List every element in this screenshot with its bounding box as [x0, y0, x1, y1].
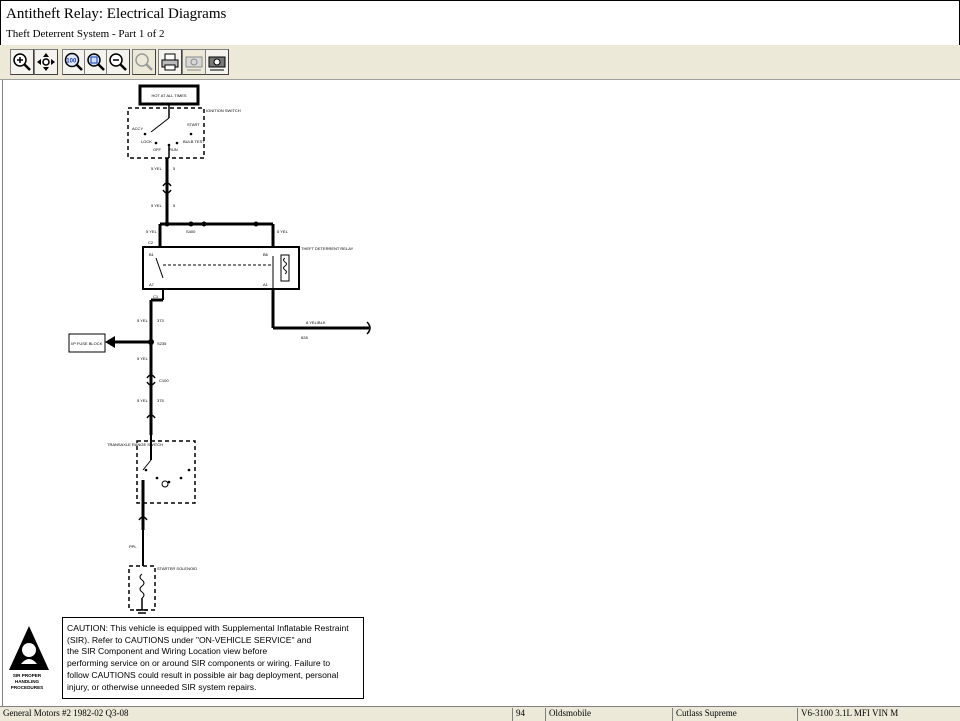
wire-label-5yel-e: 5 YEL	[137, 318, 149, 323]
ign-pos-off: OFF	[153, 147, 162, 152]
wire-label-5yel-f: 5 YEL	[137, 356, 149, 361]
sir-caution-box: CAUTION: This vehicle is equipped with S…	[62, 617, 364, 699]
conn-c100-label: C100	[159, 378, 169, 383]
camera-copy-icon	[208, 56, 226, 71]
ignition-switch-label: IGNITION SWITCH	[206, 108, 241, 113]
wire-label-5yel-a: 5 YEL	[151, 166, 163, 171]
caution-line-5: follow CAUTIONS could result in possible…	[67, 669, 339, 680]
toolbar: 100	[0, 45, 960, 80]
ign-pos-lock: LOCK	[141, 139, 152, 144]
zoom-100-icon: 100	[64, 52, 83, 71]
zoom-100-button[interactable]: 100	[62, 49, 86, 75]
pin-a7-label: A7	[149, 282, 155, 287]
sir-logo-caption: SIR PROPER HANDLING PROCEDURES	[10, 673, 44, 690]
camera-copy-button[interactable]	[205, 49, 229, 75]
relay-label: THEFT DETERRENT RELAY	[301, 246, 354, 251]
zoom-previous-button[interactable]	[132, 49, 156, 75]
zoom-out-icon	[109, 53, 127, 71]
caution-line-3: the SIR Component and Wiring Location vi…	[67, 646, 268, 657]
pan-button[interactable]	[34, 49, 58, 75]
wire-label-5-a: 5	[173, 166, 176, 171]
pan-icon	[37, 53, 55, 71]
status-make: Oldsmobile	[545, 708, 671, 721]
wire-label-5yel-d: 5 YEL	[277, 229, 289, 234]
splice-top-label: S400	[186, 229, 196, 234]
status-source: General Motors #2 1982-02 Q3-08	[3, 708, 129, 718]
ign-pos-run: RUN	[169, 147, 178, 152]
camera-icon	[185, 56, 203, 71]
wiring-diagram: HOT AT ALL TIMES IGNITION SWITCH ACCY LO…	[68, 84, 371, 614]
svg-text:100: 100	[66, 58, 77, 64]
pin-c1-label: C1	[153, 294, 159, 299]
pin-b1-label: B1	[149, 252, 155, 257]
wire-375-label: 375	[157, 398, 164, 403]
title-bar: Antitheft Relay: Electrical Diagrams The…	[0, 0, 960, 46]
zoom-out-button[interactable]	[106, 49, 130, 75]
ign-pos-accy: ACCY	[132, 126, 143, 131]
pin-a1-label: A1	[263, 282, 269, 287]
theft-deterrent-relay	[142, 246, 300, 290]
status-bar: General Motors #2 1982-02 Q3-08 94 Oldsm…	[0, 706, 960, 721]
diagram-subtitle: Theft Deterrent System - Part 1 of 2	[6, 28, 165, 40]
zoom-previous-icon	[135, 53, 153, 71]
transaxle-range-switch-box	[136, 440, 196, 504]
sir-handling-icon	[9, 626, 49, 670]
ign-pos-start: START	[187, 122, 200, 127]
sir-logo	[7, 624, 51, 692]
status-engine: V6-3100 3.1L MFI VIN M	[797, 708, 959, 721]
print-button[interactable]	[158, 49, 182, 75]
wire-ppl-label: PPL	[129, 544, 137, 549]
ip-fuse-block-box	[68, 333, 106, 353]
zoom-window-icon	[87, 53, 105, 71]
window-title: Antitheft Relay: Electrical Diagrams	[6, 6, 227, 22]
camera-button[interactable]	[182, 49, 206, 75]
caution-line-4: performing service on or around SIR comp…	[67, 658, 331, 669]
conn-c2-label: C2	[148, 240, 154, 245]
splice-s235-label: S235	[157, 341, 167, 346]
trans-switch-label: TRANSAXLE RANGE SWITCH	[107, 442, 163, 447]
caution-line-1: CAUTION: This vehicle is equipped with S…	[67, 623, 349, 633]
status-year: 94	[512, 708, 542, 721]
wire-label-5yel-g: 5 YEL	[137, 398, 149, 403]
wire-373-label: 373	[157, 318, 164, 323]
wire-label-5-b: 5	[173, 203, 176, 208]
print-icon	[161, 53, 179, 71]
ip-box-label: I/P FUSE BLOCK	[71, 341, 103, 346]
out-num-label: 628	[301, 335, 308, 340]
caution-line-2: (SIR). Refer to CAUTIONS under "ON-VEHIC…	[67, 634, 312, 645]
zoom-in-icon	[13, 53, 31, 71]
hot-label: HOT AT ALL TIMES	[151, 93, 186, 98]
pin-b6-label: B6	[263, 252, 269, 257]
wire-label-5yel-c: 5 YEL	[146, 229, 158, 234]
wire-label-5yel-b: 5 YEL	[151, 203, 163, 208]
ignition-switch-box	[127, 107, 205, 159]
zoom-window-button[interactable]	[84, 49, 108, 75]
diagram-canvas: HOT AT ALL TIMES IGNITION SWITCH ACCY LO…	[2, 80, 959, 706]
zoom-in-button[interactable]	[10, 49, 34, 75]
out-wire-label: 8 YEL/BLK	[306, 320, 326, 325]
status-model: Cutlass Supreme	[672, 708, 796, 721]
starter-label: STARTER SOLENOID	[157, 566, 197, 571]
ign-pos-bulb-test: BULB TEST	[183, 139, 205, 144]
caution-line-6: injury, or otherwise unneeded SIR system…	[67, 681, 257, 692]
